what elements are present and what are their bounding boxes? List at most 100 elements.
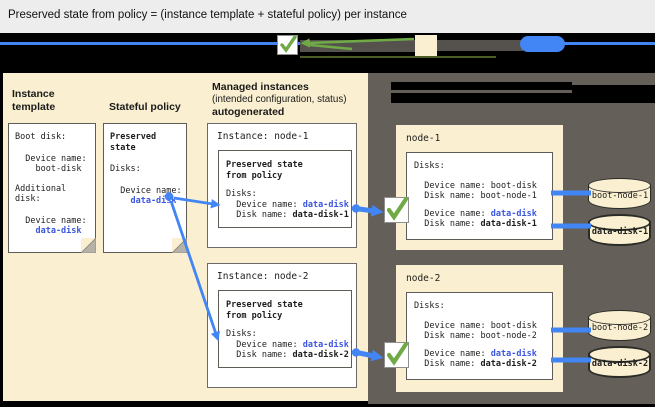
device-name-value: data-disk — [302, 199, 349, 210]
managed-instance-node-1: Instance: node-1 Preserved state from po… — [207, 123, 357, 248]
box-line: Disk name: boot-node-2 — [414, 331, 537, 341]
device-name-label: Device name: — [226, 199, 303, 210]
box-line: Device name: data-disk — [226, 200, 349, 211]
legend-cream-rect — [415, 35, 437, 56]
heading-stateful-policy: Stateful policy — [109, 101, 181, 113]
box-line: Disks: — [226, 329, 257, 339]
disk-name-label: Disk name: — [226, 210, 293, 220]
doc-line: Preserved — [110, 132, 157, 142]
stateful-policy-doc: Preserved state Disks: Device name: data… — [103, 123, 187, 253]
legend-checkbox — [277, 35, 298, 55]
box-line: Preserved state — [226, 300, 303, 310]
checkmark-icon — [386, 341, 409, 366]
box-line: Device name: data-disk — [414, 349, 537, 360]
cylinder-top — [588, 214, 652, 231]
box-line: Preserved state — [226, 160, 303, 170]
disk-label: boot-node-1 — [591, 191, 649, 201]
cylinder-top — [588, 346, 652, 363]
doc-line: Device name: — [15, 215, 87, 226]
box-line: Disk name: data-disk-2 — [226, 350, 349, 361]
heading-line: autogenerated — [212, 106, 285, 118]
vm-node-1: node-1 Disks: Device name: boot-disk Dis… — [396, 125, 563, 250]
doc-line: Device name: — [110, 185, 182, 196]
box-line: Disk name: data-disk-1 — [414, 219, 537, 230]
disk-cylinder-boot-node-2: boot-node-2 — [588, 310, 652, 344]
doc-line: Device name: — [15, 153, 87, 164]
folded-corner-icon — [172, 238, 187, 253]
box-line: Disks: — [226, 189, 257, 199]
doc-text: Preserved state Disks: Device name: data… — [110, 132, 182, 207]
device-name-value: data-disk — [490, 208, 537, 219]
legend-blue-pill — [520, 36, 565, 52]
folded-corner-icon — [81, 238, 96, 253]
instance-label: Instance: node-1 — [217, 131, 309, 142]
cylinder-top — [588, 178, 651, 193]
preserved-state-box: Preserved state from policy Disks: Devic… — [218, 290, 352, 368]
legend-gray-bar — [437, 40, 523, 51]
node-disks-box: Disks: Device name: boot-disk Disk name:… — [406, 292, 553, 380]
heading-line: (intended configuration, status) — [212, 93, 347, 105]
box-line: Disk name: data-disk-1 — [226, 210, 349, 221]
vm-node-2: node-2 Disks: Device name: boot-disk Dis… — [396, 265, 563, 392]
disk-name-value: data-disk-1 — [292, 210, 349, 220]
box-line: Device name: data-disk — [226, 340, 349, 351]
device-name-label: Device name: — [414, 208, 491, 219]
preserved-state-box: Preserved state from policy Disks: Devic… — [218, 150, 352, 228]
box-line: Disk name: boot-node-1 — [414, 191, 537, 201]
disk-label: data-disk-2 — [591, 359, 649, 369]
device-name-label: Device name: — [414, 348, 491, 359]
doc-line: Additional — [15, 183, 67, 194]
doc-line: boot-disk — [15, 164, 82, 174]
legend-gray-bar — [300, 40, 415, 52]
disk-label: boot-node-2 — [591, 323, 649, 333]
heading-managed-instances: Managed instances (intended configuratio… — [212, 81, 372, 119]
box-line: Disk name: data-disk-2 — [414, 359, 537, 370]
disk-name-label: Disk name: — [414, 219, 481, 229]
checkmark-icon — [386, 196, 409, 221]
box-text: Disks: Device name: boot-disk Disk name:… — [414, 161, 537, 230]
disk-name-value: data-disk-2 — [292, 350, 349, 360]
device-name-value: data-disk — [490, 348, 537, 359]
disk-cylinder-boot-node-1: boot-node-1 — [588, 178, 652, 212]
heading-line: Managed instances — [212, 81, 309, 93]
legend-olive-line — [300, 56, 496, 58]
disk-cylinder-data-disk-1: data-disk-1 — [588, 214, 652, 248]
box-line: Device name: boot-disk — [414, 320, 537, 331]
box-line: Disks: — [414, 301, 445, 311]
doc-text: Boot disk: Device name: boot-disk Additi… — [15, 132, 87, 237]
box-line: Disks: — [414, 161, 445, 171]
disk-name-label: Disk name: — [414, 359, 481, 369]
disk-name-label: Disk name: — [226, 350, 293, 360]
instance-label: Instance: node-2 — [217, 271, 309, 282]
node-label: node-2 — [406, 273, 441, 284]
node-label: node-1 — [406, 133, 441, 144]
redacted-bar — [391, 82, 572, 90]
instance-template-doc: Boot disk: Device name: boot-disk Additi… — [8, 123, 96, 253]
box-text: Disks: Device name: boot-disk Disk name:… — [414, 301, 537, 370]
managed-instance-node-2: Instance: node-2 Preserved state from po… — [207, 263, 357, 388]
redacted-bar — [391, 93, 655, 103]
cylinder-top — [588, 310, 651, 325]
diagram-title: Preserved state from policy = (instance … — [8, 9, 407, 21]
disk-name-value: data-disk-1 — [480, 219, 537, 229]
box-text: Preserved state from policy Disks: Devic… — [226, 160, 349, 221]
device-name-label: Device name: — [226, 339, 303, 350]
node-2-checkbox — [384, 341, 409, 368]
doc-line: disk: — [15, 194, 41, 204]
node-1-checkbox — [384, 196, 409, 223]
box-text: Preserved state from policy Disks: Devic… — [226, 300, 349, 361]
heading-instance-template: Instance template — [12, 88, 56, 113]
box-line: from policy — [226, 310, 283, 321]
title-bar: Preserved state from policy = (instance … — [0, 0, 655, 33]
disk-name-value: data-disk-2 — [480, 359, 537, 369]
device-name-value: data-disk — [302, 339, 349, 350]
node-disks-box: Disks: Device name: boot-disk Disk name:… — [406, 152, 553, 240]
disk-cylinder-data-disk-2: data-disk-2 — [588, 346, 652, 380]
doc-line: data-disk — [110, 196, 177, 206]
doc-line: Disks: — [110, 164, 141, 174]
box-line: Device name: data-disk — [414, 209, 537, 220]
doc-line: Boot disk: — [15, 132, 67, 142]
box-line: Device name: boot-disk — [414, 180, 537, 191]
box-line: from policy — [226, 170, 283, 181]
